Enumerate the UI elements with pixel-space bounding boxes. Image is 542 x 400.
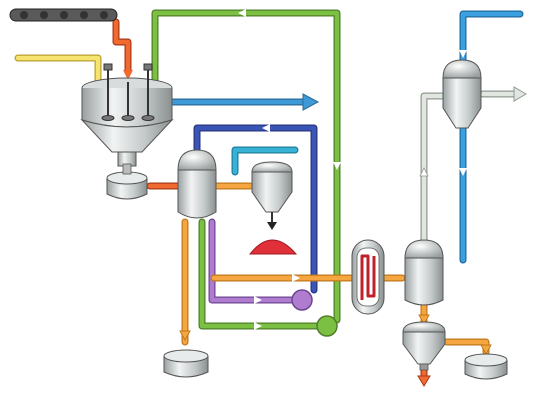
purple-circulation-pump	[291, 289, 313, 311]
condenser-tower	[442, 59, 482, 129]
gray-vapor-line	[420, 90, 520, 244]
settling-cone	[402, 321, 446, 371]
purple-loop-line	[208, 218, 302, 304]
reactor-vessel-with-agitators	[80, 63, 174, 167]
red-feed-line	[112, 18, 428, 382]
crystallizer-cone	[251, 161, 293, 230]
discharge-tank	[163, 349, 209, 378]
conveyor-belt	[9, 8, 118, 22]
separator-column	[177, 149, 217, 219]
heat-exchanger	[351, 239, 385, 315]
green-circulation-pump	[316, 315, 338, 337]
yellow-feed-line	[14, 54, 102, 92]
evaporator-column	[404, 239, 444, 306]
arrow-right-icon	[254, 322, 262, 330]
orange-transfer-line	[181, 182, 490, 356]
product-heap	[248, 239, 298, 255]
bottom-pump	[464, 353, 508, 380]
navy-loop-line	[193, 124, 318, 294]
teal-line	[231, 146, 299, 176]
feed-pump	[106, 163, 148, 200]
arrow-down-icon	[333, 162, 341, 170]
blue-vent-line	[170, 93, 320, 111]
arrow-left-icon	[238, 9, 246, 17]
blue-condenser-line	[459, 10, 524, 264]
